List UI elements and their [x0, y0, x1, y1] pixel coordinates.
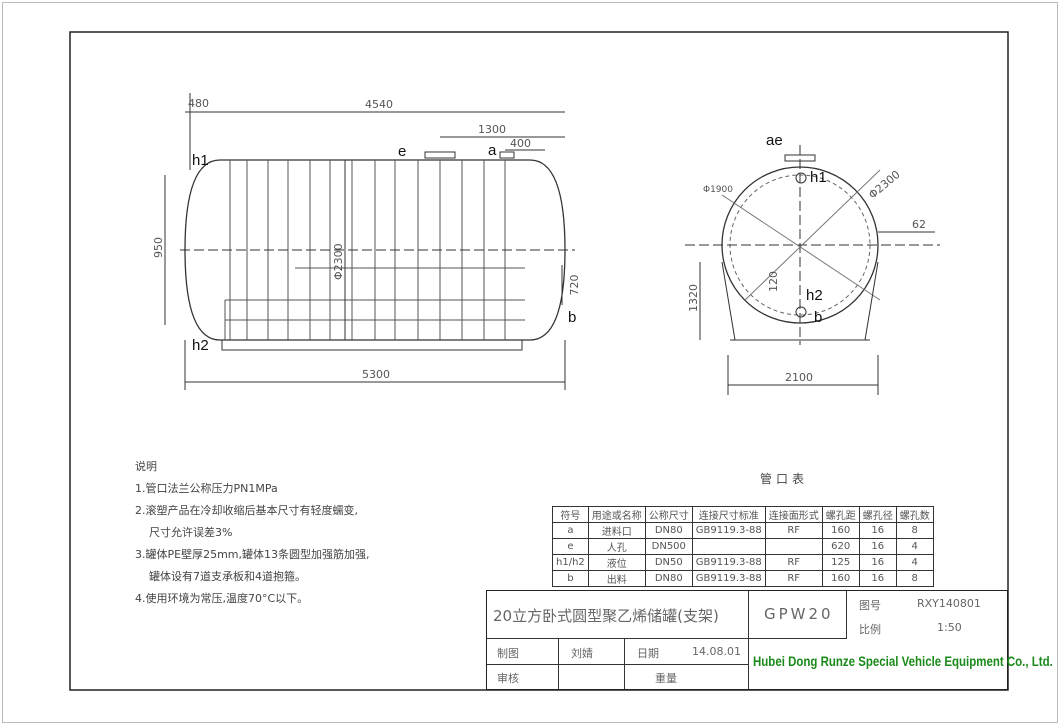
drawing-title: 20立方卧式圆型聚乙烯储罐(支架): [487, 591, 749, 639]
table-cell: 160: [821, 522, 860, 539]
table-cell: b: [552, 570, 589, 587]
review-label: 审核: [487, 665, 559, 689]
drawing-no: RXY140801: [917, 597, 981, 610]
date-value: 14.08.01: [692, 645, 741, 658]
label-a: a: [488, 142, 497, 159]
table-cell: DN80: [644, 522, 693, 539]
table-cell: 8: [895, 522, 934, 539]
table-cell: 16: [858, 570, 897, 587]
col-header: 连接面形式: [764, 506, 823, 523]
dim-1300: 1300: [478, 123, 506, 136]
drawn-by: 刘婧: [559, 639, 625, 665]
notes: 说明 1.管口法兰公称压力PN1MPa 2.滚塑产品在冷却收缩后基本尺寸有轻度蠕…: [135, 456, 370, 610]
date-cell: [625, 639, 749, 665]
table-cell: RF: [764, 522, 823, 539]
table-cell: 620: [821, 538, 860, 555]
date-label: 日期: [637, 647, 659, 660]
note-3-cont: 罐体设有7道支承板和4道抱箍。: [149, 570, 306, 583]
dim-480: 480: [188, 97, 209, 110]
dim-62: 62: [912, 218, 926, 231]
weight-label: 重量: [625, 665, 749, 689]
note-2: 2.滚塑产品在冷却收缩后基本尺寸有轻度蠕变,: [135, 504, 358, 517]
table-cell: h1/h2: [552, 554, 589, 571]
table-cell: 160: [821, 570, 860, 587]
table-cell: [764, 538, 823, 555]
dim-400: 400: [510, 137, 531, 150]
dim-5300: 5300: [362, 368, 390, 381]
label-h1: h1: [192, 152, 209, 169]
company-name: Hubei Dong Runze Special Vehicle Equipme…: [753, 653, 1053, 669]
title-block: 20立方卧式圆型聚乙烯储罐(支架) GPW20 图号 RXY140801 比例 …: [486, 590, 1053, 690]
scale-value: 1:50: [937, 621, 962, 634]
model-number: GPW20: [749, 591, 847, 639]
col-header: 螺孔数: [895, 506, 934, 523]
col-header: 螺孔距: [821, 506, 860, 523]
label-b: b: [568, 309, 576, 326]
table-cell: 4: [895, 538, 934, 555]
table-cell: RF: [764, 554, 823, 571]
drawing-frame: [69, 31, 1009, 691]
table-cell: 液位: [587, 554, 646, 571]
table-cell: RF: [764, 570, 823, 587]
drawing-no-label: 图号: [859, 599, 881, 612]
table-cell: 125: [821, 554, 860, 571]
col-header: 连接尺寸标准: [691, 506, 766, 523]
dim-phi2300-end: Φ2300: [866, 168, 902, 202]
end-view: [685, 145, 940, 395]
scale-label: 比例: [859, 623, 881, 636]
dim-1320: 1320: [687, 284, 700, 312]
col-header: 用途或名称: [587, 506, 646, 523]
review-value: [559, 665, 625, 689]
note-3: 3.罐体PE壁厚25mm,罐体13条圆型加强筋加强,: [135, 548, 370, 561]
note-2-cont: 尺寸允许误差3%: [149, 526, 233, 539]
label-h2-end: h2: [806, 287, 823, 304]
dim-phi2300-side: Φ2300: [332, 243, 345, 280]
label-b-end: b: [814, 309, 822, 326]
table-cell: GB9119.3-88: [691, 522, 766, 539]
table-cell: 进料口: [587, 522, 646, 539]
notes-title: 说明: [135, 460, 157, 473]
table-cell: 人孔: [587, 538, 646, 555]
table-cell: DN500: [644, 538, 693, 555]
table-cell: 16: [858, 554, 897, 571]
table-cell: 4: [895, 554, 934, 571]
dim-720: 720: [568, 275, 581, 296]
label-h1-end: h1: [810, 169, 827, 186]
col-header: 符号: [552, 506, 589, 523]
dim-120: 120: [767, 271, 780, 292]
label-h2: h2: [192, 337, 209, 354]
dim-950: 950: [152, 237, 165, 258]
side-view: [164, 93, 575, 390]
table-cell: a: [552, 522, 589, 539]
table-cell: 16: [858, 538, 897, 555]
dim-2100: 2100: [785, 371, 813, 384]
label-ae: ae: [766, 132, 783, 149]
table-cell: 出料: [587, 570, 646, 587]
note-1: 1.管口法兰公称压力PN1MPa: [135, 482, 278, 495]
drawn-label: 制图: [487, 639, 559, 665]
table-cell: GB9119.3-88: [691, 570, 766, 587]
table-cell: DN50: [644, 554, 693, 571]
col-header: 螺孔径: [858, 506, 897, 523]
table-cell: 8: [895, 570, 934, 587]
table-cell: [691, 538, 766, 555]
table-cell: GB9119.3-88: [691, 554, 766, 571]
table-cell: e: [552, 538, 589, 555]
table-header-row: 符号用途或名称公称尺寸连接尺寸标准连接面形式螺孔距螺孔径螺孔数: [552, 506, 934, 523]
dim-4540: 4540: [365, 98, 393, 111]
col-header: 公称尺寸: [644, 506, 693, 523]
dim-phi1900: Φ1900: [703, 185, 733, 195]
note-4: 4.使用环境为常压,温度70°C以下。: [135, 592, 309, 605]
pipe-table-title: 管口表: [760, 472, 809, 486]
table-cell: DN80: [644, 570, 693, 587]
label-e: e: [398, 143, 406, 160]
table-cell: 16: [858, 522, 897, 539]
